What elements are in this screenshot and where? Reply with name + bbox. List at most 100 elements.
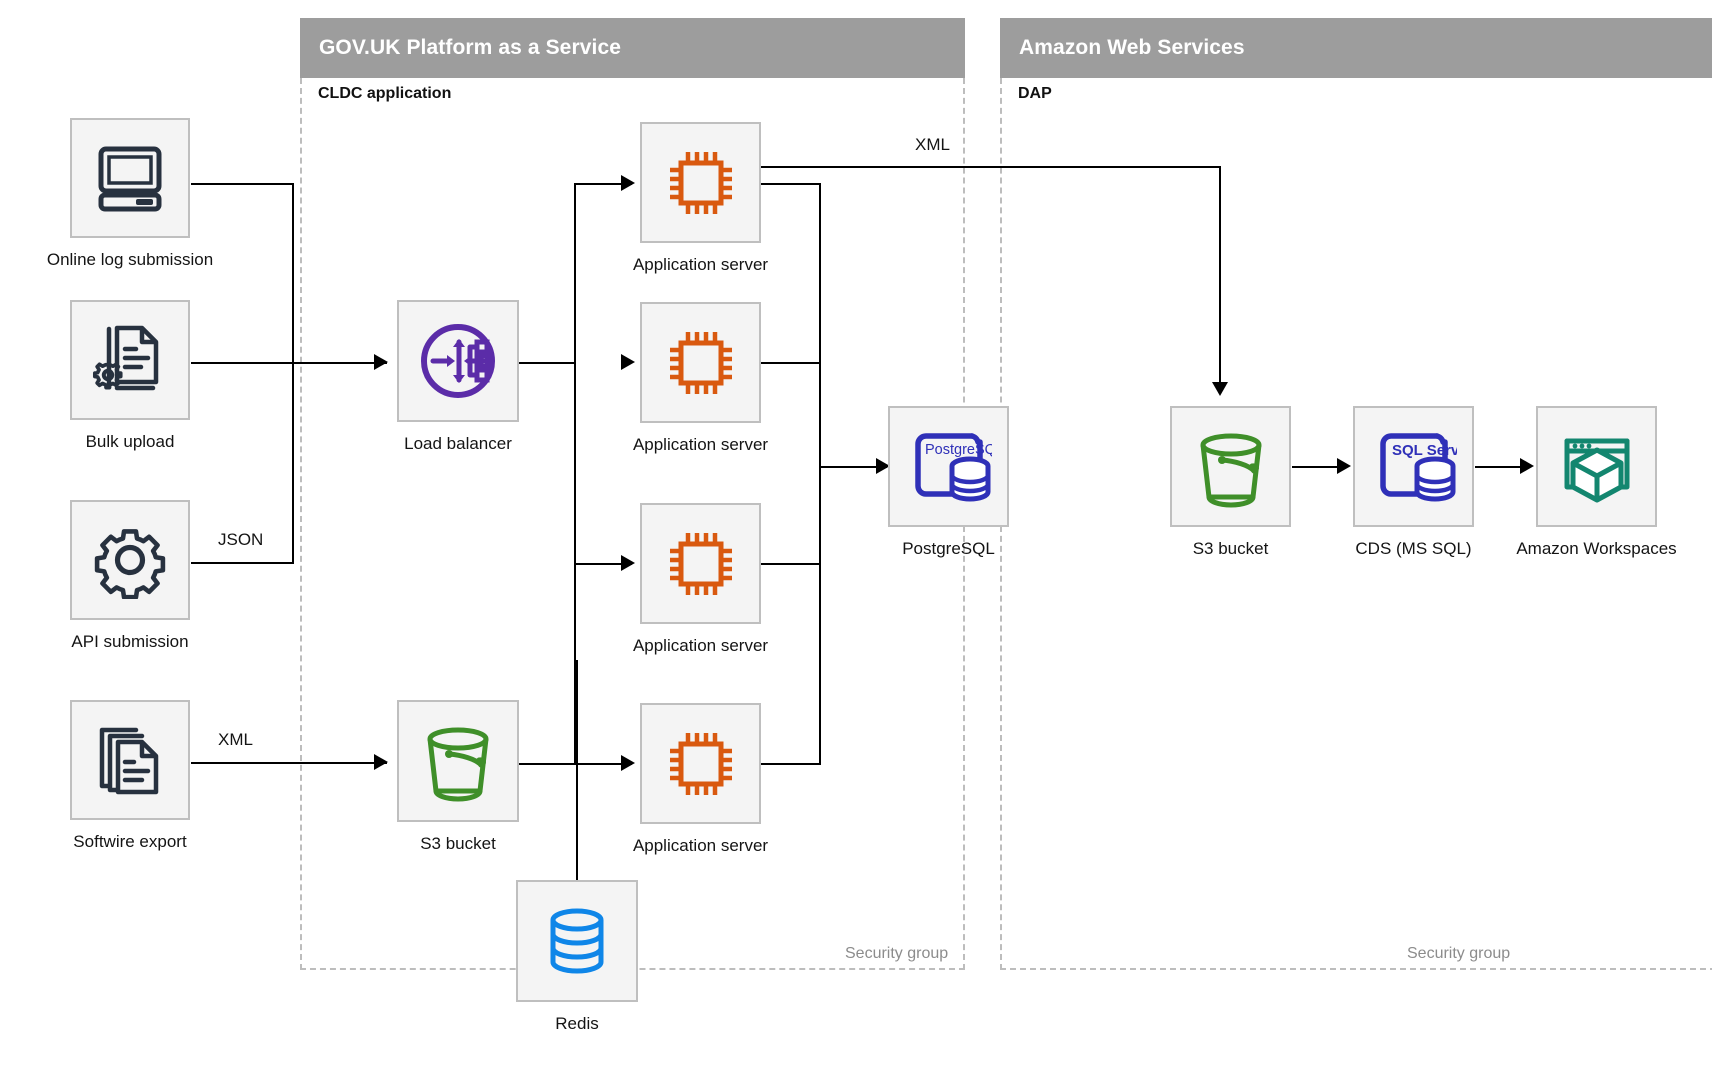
redis-label: Redis: [555, 1014, 599, 1033]
bulk-upload-label: Bulk upload: [85, 432, 175, 451]
node-app-server-1[interactable]: Application server: [633, 122, 768, 274]
connector-xml-down-aws: [1219, 166, 1221, 384]
sql-server-icon: SQL Server: [1379, 432, 1457, 501]
s3-bucket-paas-box: [397, 700, 519, 822]
connector-redis-up: [576, 660, 578, 900]
group-sublabel-dap-text: DAP: [1018, 85, 1052, 102]
api-submission-box: [70, 500, 190, 620]
s3-bucket-paas-label: S3 bucket: [420, 834, 496, 853]
connector-to-app3: [574, 563, 632, 565]
connector-bulk-upload: [191, 362, 387, 364]
group-header-aws-label: Amazon Web Services: [1019, 36, 1245, 59]
node-api-submission[interactable]: API submission: [70, 500, 190, 651]
redis-box: [516, 880, 638, 1002]
connector-to-app4: [574, 763, 632, 765]
connector-xml-to-aws: [761, 166, 1221, 168]
node-s3-bucket-paas[interactable]: S3 bucket: [397, 700, 519, 853]
node-redis[interactable]: Redis: [516, 880, 638, 1033]
security-group-label-aws: Security group: [1407, 945, 1510, 963]
softwire-export-label: Softwire export: [73, 832, 187, 851]
document-gear-icon: [92, 325, 159, 391]
cpu-chip-icon: [669, 331, 732, 394]
online-log-submission-label: Online log submission: [46, 250, 214, 269]
app-server-4-box: [640, 703, 761, 824]
arrow-to-app3: [621, 555, 635, 571]
cpu-chip-icon: [669, 532, 732, 595]
node-postgresql[interactable]: PostgreSQL PostgreSQL: [888, 406, 1009, 558]
node-online-log-submission[interactable]: Online log submission: [47, 118, 213, 269]
bucket-icon: [1200, 433, 1261, 507]
edge-label-xml-left: XML: [213, 730, 258, 750]
arrow-to-s3-aws: [1212, 382, 1228, 396]
connector-s3-to-app4: [519, 763, 577, 765]
connector-lb-out: [519, 362, 575, 364]
node-load-balancer[interactable]: Load balancer: [397, 300, 519, 453]
postgresql-label: PostgreSQL: [902, 539, 995, 558]
gear-icon: [94, 529, 166, 599]
group-sublabel-cldc-text: CLDC application: [318, 85, 452, 102]
cpu-chip-icon: [669, 151, 732, 214]
app-server-2-label: Application server: [632, 435, 769, 454]
edge-label-xml-left-text: XML: [218, 730, 253, 749]
sql-server-badge-text: SQL Server: [1392, 442, 1457, 459]
amazon-workspaces-label: Amazon Workspaces: [1516, 539, 1677, 558]
arrow-to-app1: [621, 175, 635, 191]
load-balancer-box: [397, 300, 519, 422]
node-app-server-3[interactable]: Application server: [633, 503, 768, 655]
s3-bucket-aws-box: [1170, 406, 1291, 527]
group-header-paas-label: GOV.UK Platform as a Service: [319, 36, 621, 59]
app-server-3-box: [640, 503, 761, 624]
node-amazon-workspaces[interactable]: Amazon Workspaces: [1516, 406, 1677, 558]
node-softwire-export[interactable]: Softwire export: [70, 700, 190, 851]
amazon-workspaces-box: [1536, 406, 1657, 527]
arrow-to-load-balancer: [374, 354, 388, 370]
security-group-label-paas: Security group: [845, 945, 948, 963]
api-submission-label: API submission: [71, 632, 189, 651]
node-s3-bucket-aws[interactable]: S3 bucket: [1170, 406, 1291, 558]
node-app-server-2[interactable]: Application server: [633, 302, 768, 454]
group-header-paas: GOV.UK Platform as a Service: [300, 18, 965, 78]
app-server-1-box: [640, 122, 761, 243]
connector-left-bus-vertical: [292, 183, 294, 564]
connector-s3-to-cds: [1292, 466, 1344, 468]
database-icon: [550, 908, 604, 974]
postgresql-badge-text: PostgreSQL: [925, 442, 992, 458]
connector-cds-to-workspaces: [1475, 466, 1527, 468]
security-group-label-paas-text: Security group: [845, 945, 949, 962]
connector-app4-right: [761, 763, 821, 765]
arrow-to-s3-paas: [374, 754, 388, 770]
connector-app3-right: [761, 563, 821, 565]
desktop-computer-icon: [98, 146, 162, 212]
bucket-icon: [427, 727, 489, 802]
edge-label-xml-top: XML: [910, 135, 955, 155]
arrow-to-postgresql: [876, 458, 890, 474]
node-bulk-upload[interactable]: Bulk upload: [70, 300, 190, 451]
connector-online-log: [191, 183, 294, 185]
group-sublabel-dap: DAP: [1018, 85, 1052, 103]
edge-label-xml-top-text: XML: [915, 135, 950, 154]
group-header-aws: Amazon Web Services: [1000, 18, 1712, 78]
app-server-3-label: Application server: [632, 636, 769, 655]
app-server-4-label: Application server: [632, 836, 769, 855]
connector-app-fanout-bus: [574, 183, 576, 763]
arrow-to-workspaces: [1520, 458, 1534, 474]
postgresql-box: PostgreSQL: [888, 406, 1009, 527]
cds-ms-sql-label: CDS (MS SQL): [1355, 539, 1472, 558]
arrow-to-app4: [621, 755, 635, 771]
bulk-upload-box: [70, 300, 190, 420]
connector-api-submission: [191, 562, 294, 564]
connector-app1-right: [761, 183, 821, 185]
node-app-server-4[interactable]: Application server: [633, 703, 768, 855]
security-group-label-aws-text: Security group: [1407, 945, 1511, 962]
cpu-chip-icon: [669, 732, 732, 795]
app-server-2-box: [640, 302, 761, 423]
load-balancer-label: Load balancer: [404, 434, 512, 453]
app-server-1-label: Application server: [632, 255, 769, 274]
connector-to-postgres: [819, 466, 887, 468]
connector-app2-right: [761, 362, 821, 364]
edge-label-json-text: JSON: [218, 530, 264, 549]
node-cds-ms-sql[interactable]: SQL Server CDS (MS SQL): [1353, 406, 1474, 558]
arrow-to-cds: [1337, 458, 1351, 474]
edge-label-json: JSON: [213, 530, 269, 550]
s3-bucket-aws-label: S3 bucket: [1192, 539, 1269, 558]
